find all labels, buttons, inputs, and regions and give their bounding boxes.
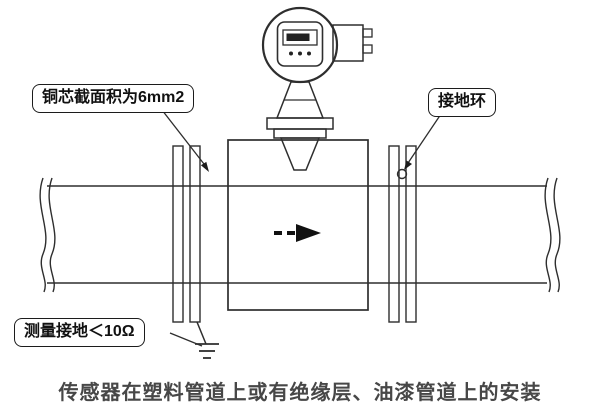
grounding-ring-icon (396, 168, 408, 180)
copper-core-leader (161, 109, 205, 165)
diagram-caption: 传感器在塑料管道上或有绝缘层、油漆管道上的安装 (58, 382, 542, 404)
ground-wire (196, 321, 207, 345)
display-bezel (276, 21, 324, 67)
leader-lines (161, 109, 442, 347)
button-dot-icon (298, 51, 302, 56)
measurement-ground-label: 测量接地＜10Ω (14, 318, 145, 347)
neck-adapter (279, 137, 321, 171)
lcd-digits (286, 33, 310, 41)
terminal-box (332, 24, 364, 62)
grounding-ring-leader (405, 113, 442, 167)
pipe-break-left-icon (39, 177, 56, 293)
flowmeter-body (227, 139, 369, 311)
neck-flange-lower (273, 128, 327, 139)
button-dot-icon (289, 51, 293, 56)
lcd-display-icon (282, 29, 318, 46)
grounding-ring-label: 接地环 (428, 88, 497, 117)
bolt-icon (362, 28, 373, 38)
measurement-ground-leader (169, 332, 203, 347)
left-flange (172, 145, 201, 323)
neck-flange-upper (266, 117, 334, 130)
bolt-icon (362, 44, 373, 54)
ground-symbol-icon (195, 343, 219, 359)
right-flange (388, 145, 417, 323)
copper-core-label: 铜芯截面积为6mm2 (32, 84, 195, 113)
button-dot-icon (307, 51, 311, 56)
leader-arrowhead-icon (200, 161, 209, 172)
pipe-break-right-icon (544, 177, 561, 293)
pipe (47, 185, 547, 284)
transmitter-head (261, 6, 373, 171)
flow-arrow-icon (274, 224, 321, 242)
leader-arrowhead-icon (404, 160, 412, 170)
